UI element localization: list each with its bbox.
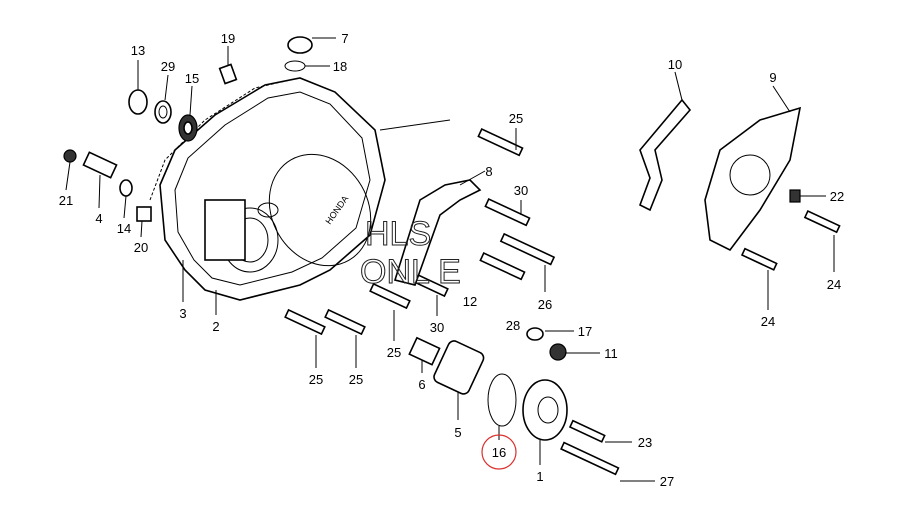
label-11[interactable]: 11 xyxy=(604,346,618,361)
highlight-circle-part-16 xyxy=(481,434,517,470)
label-28[interactable]: 28 xyxy=(506,318,520,333)
label-25[interactable]: 25 xyxy=(349,372,363,387)
label-26[interactable]: 26 xyxy=(538,297,552,312)
label-1[interactable]: 1 xyxy=(536,469,543,484)
leader-lines xyxy=(65,37,835,482)
label-4[interactable]: 4 xyxy=(95,211,102,226)
svg-text:HLS: HLS xyxy=(365,215,431,253)
gasket xyxy=(149,79,291,201)
label-22[interactable]: 22 xyxy=(830,189,844,204)
label-16[interactable]: 16 xyxy=(492,445,506,460)
label-14[interactable]: 14 xyxy=(117,221,131,236)
label-5[interactable]: 5 xyxy=(454,425,461,440)
label-24[interactable]: 24 xyxy=(761,314,775,329)
label-24[interactable]: 24 xyxy=(827,277,841,292)
label-25[interactable]: 25 xyxy=(509,111,523,126)
label-20[interactable]: 20 xyxy=(134,240,148,255)
label-3[interactable]: 3 xyxy=(179,306,186,321)
label-10[interactable]: 10 xyxy=(668,57,682,72)
label-2[interactable]: 2 xyxy=(212,319,219,334)
label-13[interactable]: 13 xyxy=(131,43,145,58)
label-12[interactable]: 12 xyxy=(463,294,477,309)
label-29[interactable]: 29 xyxy=(161,59,175,74)
label-15[interactable]: 15 xyxy=(185,71,199,86)
small-parts xyxy=(63,36,841,476)
label-7[interactable]: 7 xyxy=(341,31,348,46)
label-6[interactable]: 6 xyxy=(418,377,425,392)
label-30[interactable]: 30 xyxy=(430,320,444,335)
label-25[interactable]: 25 xyxy=(387,345,401,360)
label-9[interactable]: 9 xyxy=(769,70,776,85)
label-19[interactable]: 19 xyxy=(221,31,235,46)
label-8[interactable]: 8 xyxy=(485,164,492,179)
crankcase-cover: HONDA xyxy=(159,77,386,301)
part-labels: 13 29 15 19 7 18 21 4 14 20 3 2 25 25 25… xyxy=(59,31,844,489)
label-18[interactable]: 18 xyxy=(333,59,347,74)
watermark: HLS ONL E xyxy=(360,215,462,292)
svg-text:ONL E: ONL E xyxy=(360,253,461,291)
label-25[interactable]: 25 xyxy=(309,372,323,387)
label-23[interactable]: 23 xyxy=(638,435,652,450)
label-27[interactable]: 27 xyxy=(660,474,674,489)
label-17[interactable]: 17 xyxy=(578,324,592,339)
label-21[interactable]: 21 xyxy=(59,193,73,208)
label-30[interactable]: 30 xyxy=(514,183,528,198)
